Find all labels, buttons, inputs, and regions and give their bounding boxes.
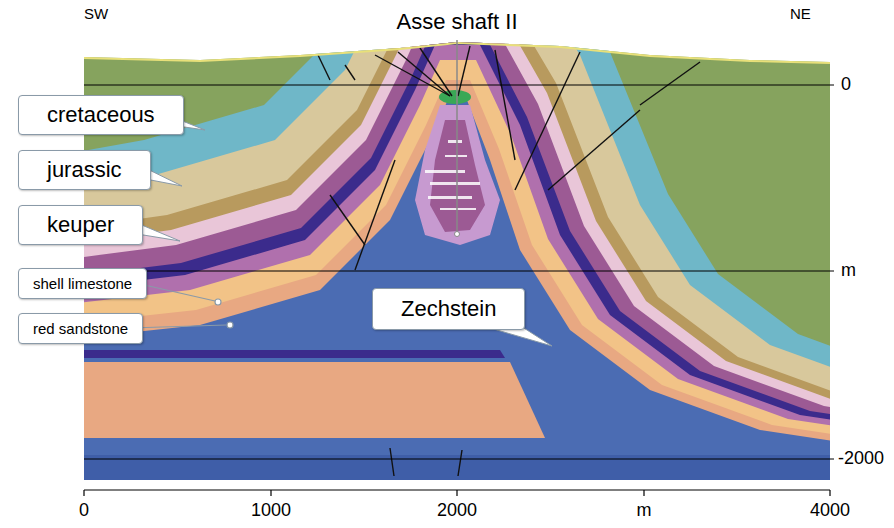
callout-tails: [125, 108, 552, 346]
distance-label: 2000: [437, 501, 477, 521]
depth-unit: m: [841, 261, 856, 281]
shaft-line: [456, 40, 458, 232]
distance-label: 1000: [251, 501, 291, 521]
strata: [60, 0, 894, 520]
formation-callout: cretaceous: [18, 95, 184, 135]
distance-axis: [84, 490, 830, 496]
depth-label: 0: [841, 75, 851, 95]
formation-name: shell limestone: [33, 275, 132, 292]
direction-label: SW: [84, 6, 108, 23]
formation-name: cretaceous: [47, 102, 155, 128]
depth-lines: [84, 85, 834, 459]
distance-label: 0: [79, 501, 89, 521]
direction-label: NE: [790, 6, 811, 23]
shaft-end: [455, 232, 460, 237]
depth-label: -2000: [838, 449, 884, 469]
formation-callout: Zechstein: [372, 288, 525, 330]
formation-name: jurassic: [47, 157, 122, 183]
formation-callout: keuper: [18, 205, 143, 245]
formation-callout: jurassic: [18, 150, 151, 190]
formation-callout: shell limestone: [18, 268, 147, 299]
distance-label: 4000: [810, 501, 850, 521]
formation-callout: red sandstone: [18, 313, 143, 344]
formation-name: red sandstone: [33, 320, 128, 337]
shaft-label: Asse shaft II: [396, 10, 517, 34]
distance-unit: m: [637, 501, 652, 521]
formation-name: keuper: [47, 212, 114, 238]
formation-name: Zechstein: [401, 296, 496, 322]
